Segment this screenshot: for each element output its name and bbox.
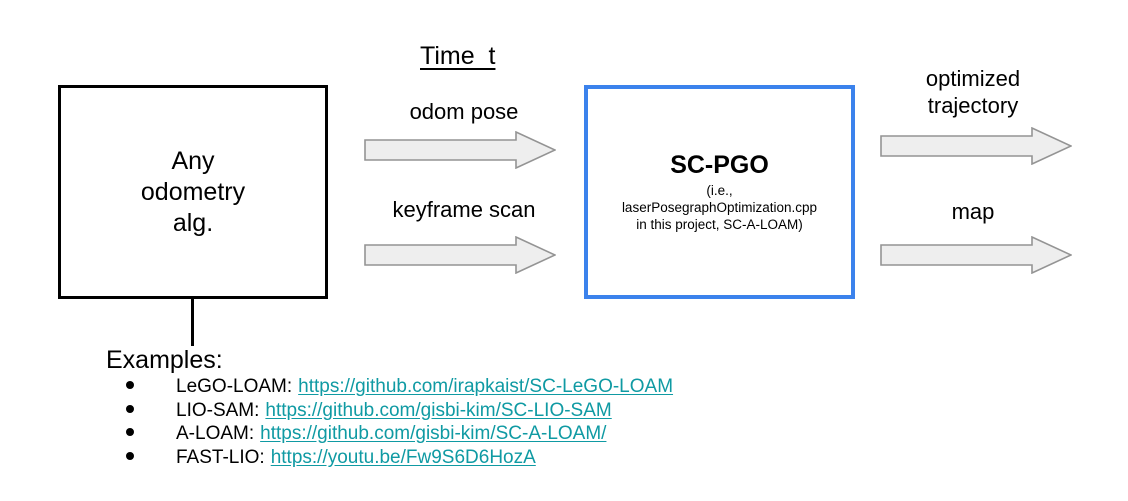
list-item: FAST-LIO: https://youtu.be/Fw9S6D6HozA — [126, 446, 673, 470]
scpgo-box: SC-PGO (i.e., laserPosegraphOptimization… — [584, 85, 855, 299]
bullet-icon — [126, 404, 134, 413]
bullet-icon — [126, 381, 134, 389]
map-arrow-icon — [880, 236, 1072, 274]
example-label: LeGO-LOAM: — [176, 376, 293, 397]
bullet-icon — [126, 428, 134, 436]
keyframe-scan-arrow-icon — [364, 236, 556, 274]
optimized-trajectory-arrow-icon — [880, 127, 1072, 165]
odometry-box: Any odometry alg. — [58, 85, 328, 299]
example-link[interactable]: https://github.com/gisbi-kim/SC-LIO-SAM — [265, 399, 612, 421]
example-label: FAST-LIO: — [176, 446, 265, 468]
example-label: LIO-SAM: — [176, 399, 260, 421]
examples-list: LeGO-LOAM: https://github.com/irapkaist/… — [126, 375, 673, 469]
map-label: map — [951, 199, 995, 224]
odometry-examples-connector — [191, 299, 194, 346]
optimized-trajectory-label: optimized trajectory — [925, 66, 1021, 118]
list-item: LeGO-LOAM: https://github.com/irapkaist/… — [126, 375, 673, 399]
examples-heading: Examples: — [106, 346, 223, 374]
list-item: A-LOAM: https://github.com/gisbi-kim/SC-… — [126, 422, 673, 446]
scpgo-box-subtitle: (i.e., laserPosegraphOptimization.cpp in… — [621, 183, 818, 232]
odom-pose-arrow-icon — [364, 131, 556, 169]
example-label: A-LOAM: — [176, 423, 255, 444]
example-link[interactable]: https://github.com/gisbi-kim/SC-A-LOAM/ — [260, 423, 607, 444]
odometry-box-title: Any odometry alg. — [140, 146, 246, 237]
scpgo-box-title: SC-PGO — [670, 151, 769, 179]
odom-pose-label: odom pose — [409, 99, 519, 124]
example-link[interactable]: https://github.com/irapkaist/SC-LeGO-LOA… — [298, 376, 674, 397]
time-title: Time t — [420, 42, 496, 70]
bullet-icon — [126, 451, 134, 460]
example-link[interactable]: https://youtu.be/Fw9S6D6HozA — [270, 446, 536, 468]
keyframe-scan-label: keyframe scan — [392, 197, 536, 222]
list-item: LIO-SAM: https://github.com/gisbi-kim/SC… — [126, 399, 673, 423]
